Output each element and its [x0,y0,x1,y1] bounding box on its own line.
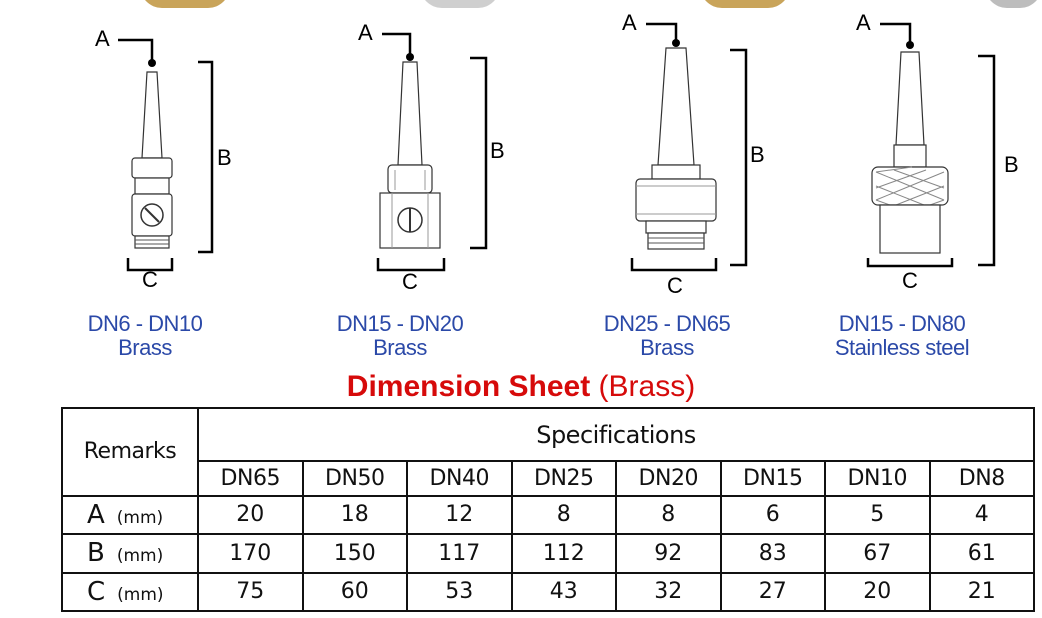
label-b: B [750,142,765,167]
dimension-sheet-title: Dimension Sheet (Brass) [0,370,1042,404]
caption-size: DN15 - DN20 [336,311,464,336]
caption-dn15-dn80: DN15 - DN80 Stainless steel [802,312,1002,360]
table-cell: 18 [301,494,408,536]
drawing-dn15-dn80: A B C [840,0,1042,300]
table-cell: 75 [197,571,304,612]
label-c: C [902,268,918,293]
label-c: C [402,269,418,294]
size-header: DN25 [510,460,617,497]
label-c: C [667,273,683,298]
table-cell: 8 [615,494,722,536]
table-cell: 20 [824,571,931,612]
title-main: Dimension Sheet [346,370,591,403]
drawing-dn15-dn20: A B C [350,0,520,300]
row-label: C (mm) [61,571,199,612]
caption-material: Brass [640,335,694,360]
table-cell: 21 [928,571,1035,612]
caption-dn25-dn65: DN25 - DN65 Brass [577,312,757,360]
table-cell: 92 [615,533,722,574]
size-header: DN20 [615,460,722,497]
caption-material: Brass [373,335,427,360]
caption-material: Brass [118,335,172,360]
row-unit: (mm) [117,584,164,605]
product-photo-steel-1 [420,0,500,8]
table-cell: 112 [510,533,617,574]
size-header: DN40 [406,460,513,497]
caption-dn6-dn10: DN6 - DN10 Brass [55,312,235,360]
table-row: B (mm) 170 150 117 112 92 83 67 61 [61,533,1035,574]
table-cell: 43 [510,571,617,612]
table-cell: 27 [719,571,826,612]
label-b: B [490,138,505,163]
caption-dn15-dn20: DN15 - DN20 Brass [310,312,490,360]
drawing-dn25-dn65: A B C [610,0,790,300]
product-photo-steel-2 [985,0,1042,8]
table-cell: 4 [928,494,1035,536]
table-size-row: DN65 DN50 DN40 DN25 DN20 DN15 DN10 DN8 [62,460,1035,497]
remarks-header: Remarks [61,407,199,497]
table-cell: 20 [197,494,304,536]
caption-size: DN15 - DN80 [838,311,966,336]
table-cell: 61 [928,533,1035,574]
row-letter: C [87,576,106,607]
drawing-dn6-dn10: A B C [90,0,250,300]
label-a: A [95,26,110,51]
table-cell: 150 [301,533,408,574]
size-header: DN50 [301,460,408,497]
label-c: C [142,267,158,292]
table-cell: 170 [197,533,304,574]
title-sub: (Brass) [598,370,696,403]
caption-size: DN6 - DN10 [87,311,203,336]
size-header: DN65 [197,460,304,497]
row-letter: A [87,499,105,530]
size-header: DN10 [824,460,931,497]
label-a: A [622,10,637,35]
row-letter: B [87,538,105,569]
row-label: A (mm) [61,494,199,536]
table-row: C (mm) 75 60 53 43 32 27 20 21 [61,571,1035,612]
label-a: A [358,20,373,45]
table-cell: 53 [406,571,513,612]
nozzle-drawing-1: A B C [95,26,232,292]
row-label: B (mm) [61,533,199,574]
table-cell: 32 [615,571,722,612]
caption-size: DN25 - DN65 [603,311,731,336]
label-a: A [856,10,871,35]
table-cell: 5 [824,494,931,536]
specifications-header: Specifications [197,406,1035,463]
caption-material: Stainless steel [834,335,970,360]
nozzle-drawing-2: A B C [358,20,505,294]
product-photo-brass-2 [700,0,790,8]
table-row: A (mm) 20 18 12 8 8 6 5 4 [61,494,1035,536]
size-header: DN8 [928,460,1035,497]
table-cell: 117 [406,533,513,574]
label-b: B [1004,152,1019,177]
dimension-table: Remarks Specifications DN65 DN50 DN40 DN… [61,406,1035,612]
product-photo-brass-1 [140,0,230,8]
table-cell: 12 [406,494,513,536]
row-unit: (mm) [116,546,164,567]
label-b: B [217,145,232,170]
size-header: DN15 [719,460,826,497]
nozzle-drawing-4: A B C [856,10,1019,293]
table-cell: 6 [719,494,826,536]
table-header-row: Remarks Specifications [61,406,1035,497]
table-cell: 67 [824,533,931,574]
table-cell: 83 [719,533,826,574]
row-unit: (mm) [116,507,164,528]
table-cell: 60 [301,571,408,612]
nozzle-drawing-3: A B C [622,10,765,298]
table-cell: 8 [510,494,617,536]
